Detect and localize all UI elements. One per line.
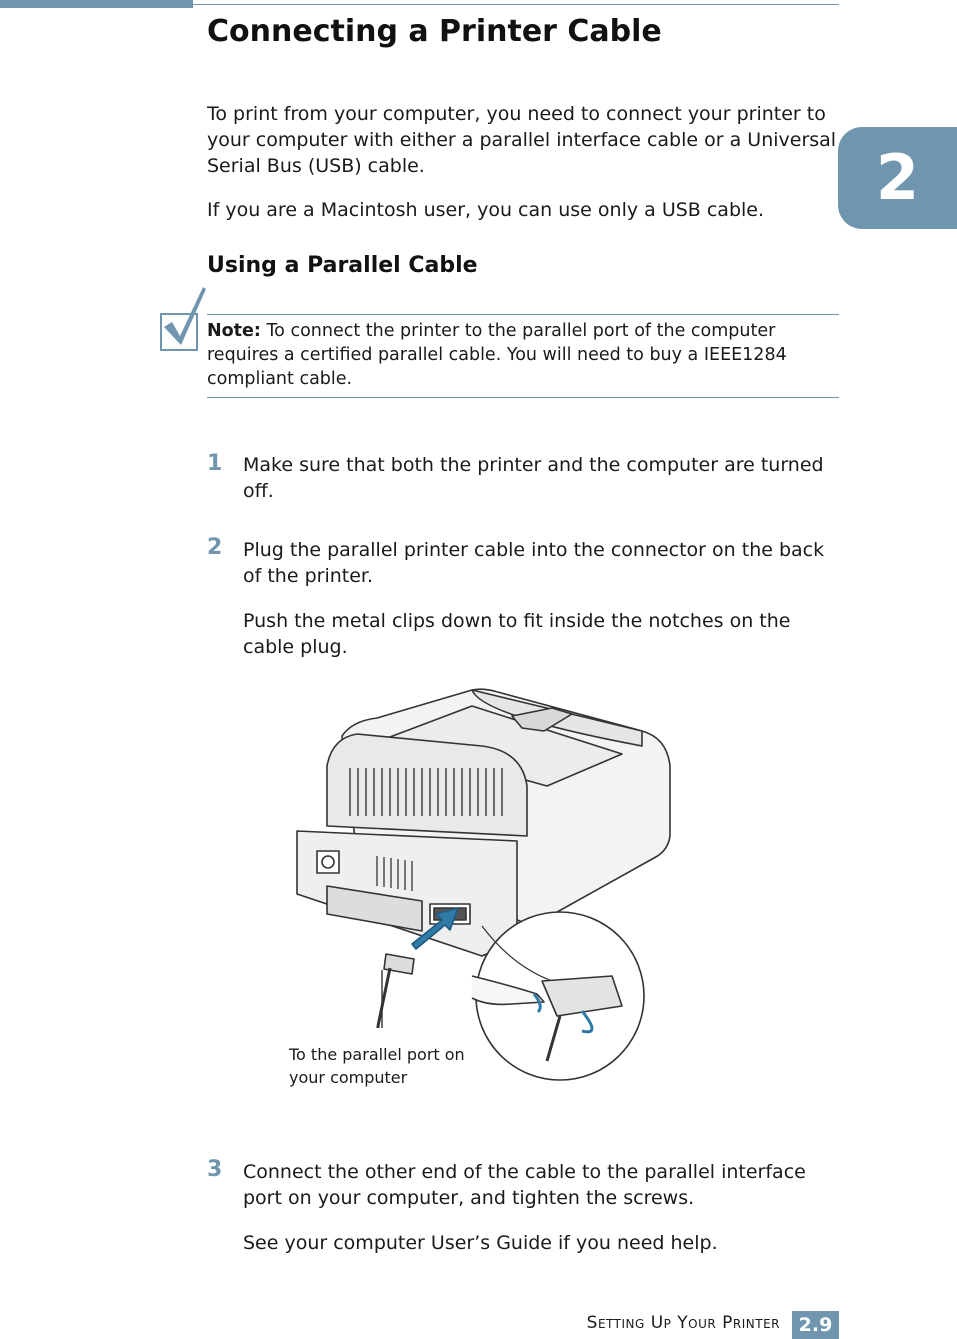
figure-caption: To the parallel port on your computer <box>289 1045 465 1087</box>
printer-cable-illustration <box>296 688 671 1081</box>
footer-chapter-title: Setting Up Your Printer <box>586 1313 780 1333</box>
note-bottom-rule <box>207 397 839 398</box>
section-heading: Using a Parallel Cable <box>207 253 478 278</box>
footer-page-number: 2.9 <box>792 1311 839 1339</box>
step-2-number: 2 <box>207 535 223 560</box>
header-rule <box>193 4 839 5</box>
step-3-number: 3 <box>207 1157 223 1182</box>
chapter-tab: 2 <box>838 127 957 229</box>
intro-paragraph-1: To print from your computer, you need to… <box>207 103 837 177</box>
step-3-extra: See your computer User’s Guide if you ne… <box>243 1232 718 1254</box>
note-label: Note: <box>207 321 261 341</box>
intro-paragraph-2: If you are a Macintosh user, you can use… <box>207 199 765 221</box>
step-2-text: Plug the parallel printer cable into the… <box>243 539 825 587</box>
note-text: To connect the printer to the parallel p… <box>207 321 787 389</box>
step-1-number: 1 <box>207 451 223 476</box>
note-top-rule <box>207 314 839 315</box>
note-block: Note: To connect the printer to the para… <box>207 319 837 391</box>
step-1-text: Make sure that both the printer and the … <box>243 454 824 502</box>
step-3-text: Connect the other end of the cable to th… <box>243 1161 806 1209</box>
page-title: Connecting a Printer Cable <box>207 14 662 49</box>
checkmark-icon <box>160 287 206 351</box>
header-accent-bar <box>0 0 193 8</box>
step-2-extra: Push the metal clips down to fit inside … <box>243 610 791 658</box>
